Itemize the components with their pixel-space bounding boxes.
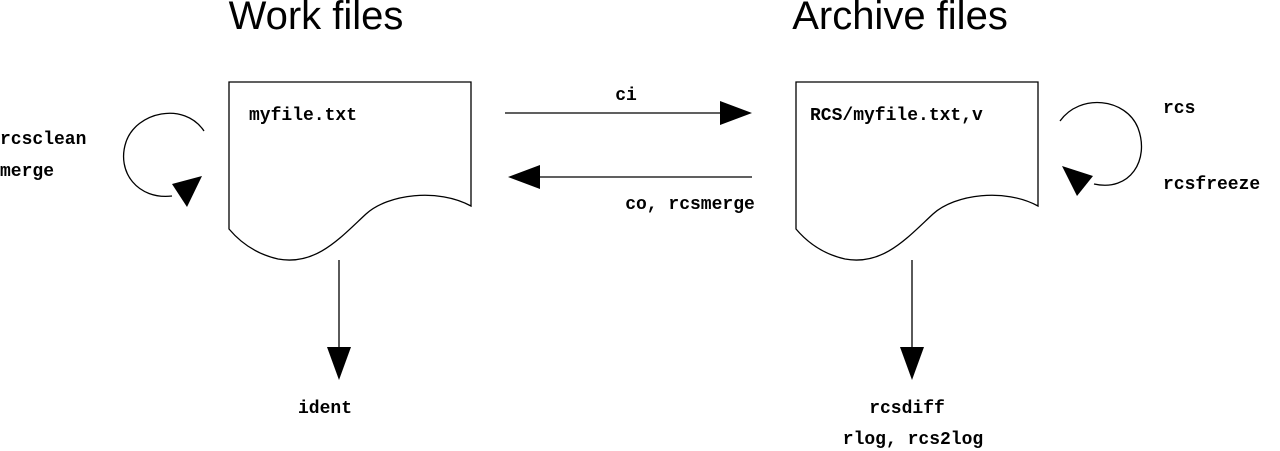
rcsfreeze-label: rcsfreeze xyxy=(1163,175,1260,195)
co-arrow-head xyxy=(508,165,540,189)
work-files-heading: Work files xyxy=(229,0,404,38)
rcsdiff-label: rcsdiff xyxy=(869,399,945,419)
rcs-label: rcs xyxy=(1163,99,1195,119)
archive-file-name: RCS/myfile.txt,v xyxy=(810,106,983,126)
work-loop-arc xyxy=(122,112,205,197)
ci-label: ci xyxy=(615,86,637,106)
merge-label: merge xyxy=(0,162,54,182)
work-file-name: myfile.txt xyxy=(249,106,357,126)
ident-label: ident xyxy=(298,399,352,419)
rcsclean-label: rcsclean xyxy=(0,130,86,150)
co-rcsmerge-label: co, rcsmerge xyxy=(625,195,755,215)
work-loop-arrow-head xyxy=(172,176,202,207)
archive-loop-arc xyxy=(1059,101,1143,186)
ident-arrow-head xyxy=(327,347,351,380)
archive-file-document xyxy=(795,81,1039,261)
archive-loop-arrow-head xyxy=(1062,166,1093,196)
rlog-rcs2log-label: rlog, rcs2log xyxy=(843,430,983,450)
rcsdiff-arrow-head xyxy=(900,347,924,380)
ci-arrow-head xyxy=(720,101,752,125)
work-file-document xyxy=(228,81,472,261)
archive-files-heading: Archive files xyxy=(792,0,1008,38)
